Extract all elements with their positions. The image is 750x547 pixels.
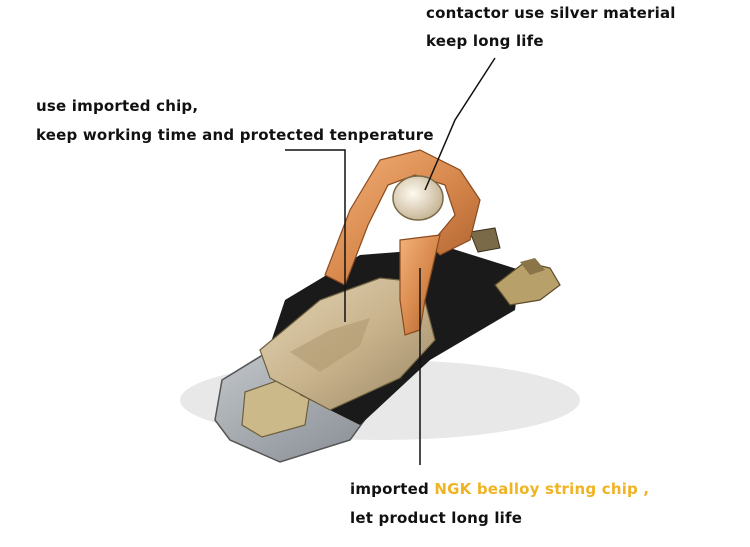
ngk-prefix: imported xyxy=(350,480,435,498)
leader-line-contactor xyxy=(424,57,496,191)
chip-label-line2: keep working time and protected tenperat… xyxy=(36,126,434,144)
ngk-label-line2: let product long life xyxy=(350,509,523,527)
leader-line-chip xyxy=(285,149,346,322)
wire-strand xyxy=(520,258,545,275)
contactor-label-line2: keep long life xyxy=(426,32,544,50)
chip-texture xyxy=(290,318,370,372)
silver-contact xyxy=(392,175,444,221)
wire-bundle-top xyxy=(469,227,501,253)
ngk-suffix: , xyxy=(638,480,650,498)
chip-label-line1: use imported chip, xyxy=(36,97,199,115)
ngk-label-line1: imported NGK bealloy string chip , xyxy=(350,480,649,498)
ngk-highlight: NGK bealloy string chip xyxy=(434,480,638,498)
contactor-label-line1: contactor use silver material xyxy=(426,4,676,22)
